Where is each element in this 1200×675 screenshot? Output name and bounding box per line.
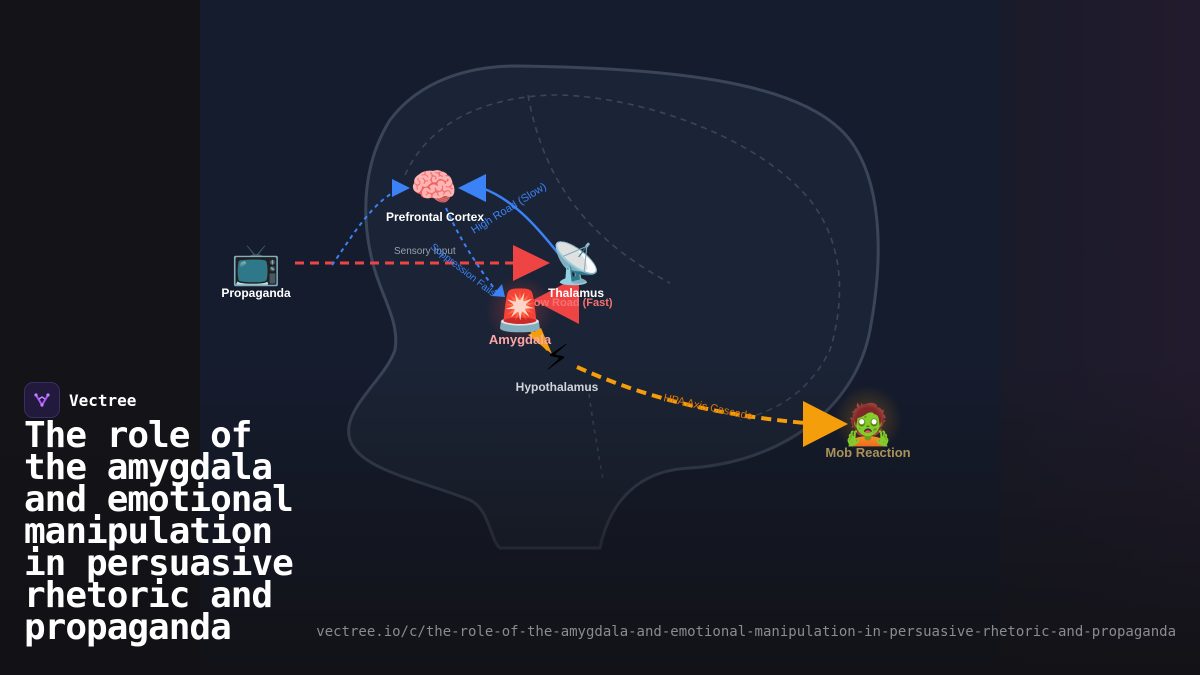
node-label-propaganda: Propaganda — [221, 286, 291, 300]
arrowhead-hypothalamus — [528, 328, 552, 354]
node-label-mob: Mob Reaction — [825, 445, 910, 460]
mob-glow — [834, 386, 902, 454]
node-label-hypothalamus: Hypothalamus — [516, 380, 599, 394]
siren-icon: 🚨 — [495, 287, 545, 333]
edge-high-road — [481, 186, 566, 263]
label-sensory-input: Sensory Input — [394, 246, 456, 257]
node-amygdala: 🚨 Amygdala — [489, 287, 552, 347]
label-low-road: Low Road (Fast) — [527, 297, 613, 309]
node-label-amygdala: Amygdala — [489, 332, 552, 347]
lightning-icon: ⚡ — [544, 337, 569, 378]
node-thalamus: 📡 Thalamus — [548, 238, 604, 300]
brain-icon: 🧠 — [410, 167, 457, 209]
arrowhead-high-road — [458, 174, 486, 202]
arrowhead-suppression — [492, 284, 505, 297]
bottom-fade — [0, 360, 1200, 675]
vectree-logo-icon — [24, 382, 60, 418]
edge-hpa-cascade — [576, 365, 806, 425]
node-label-thalamus: Thalamus — [548, 286, 604, 300]
brand: Vectree — [24, 382, 136, 418]
arrowhead-low-road — [533, 276, 579, 324]
edge-propaganda-to-prefrontal — [331, 187, 403, 266]
brain-outline — [404, 94, 841, 421]
node-prefrontal-cortex: 🧠 Prefrontal Cortex — [386, 167, 484, 224]
node-mob-reaction: 🧟 Mob Reaction — [825, 401, 910, 460]
brand-name: Vectree — [69, 390, 137, 410]
node-label-prefrontal: Prefrontal Cortex — [386, 210, 484, 224]
tv-icon: 📺 — [231, 243, 281, 287]
arrowhead-hpa — [803, 401, 848, 447]
zombie-icon: 🧟 — [843, 401, 893, 447]
brain-lobe-line — [527, 94, 671, 284]
edge-suppression — [445, 207, 498, 293]
page-title: The role of the amygdala and emotional m… — [24, 415, 294, 648]
source-url: vectree.io/c/the-role-of-the-amygdala-an… — [316, 624, 1176, 640]
satellite-icon: 📡 — [551, 238, 601, 286]
arrowhead-sensory — [513, 245, 550, 281]
arrowhead-prefrontal-in — [392, 179, 410, 197]
node-propaganda: 📺 Propaganda — [221, 243, 291, 300]
node-hypothalamus: ⚡ Hypothalamus — [516, 337, 599, 394]
